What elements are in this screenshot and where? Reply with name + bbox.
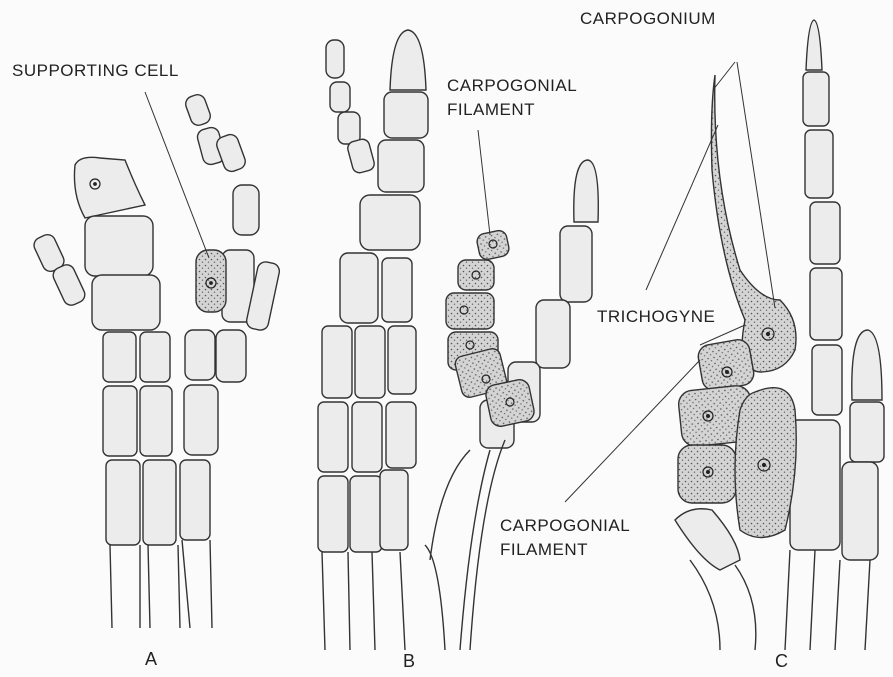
cell bbox=[380, 470, 408, 550]
cell bbox=[388, 326, 416, 394]
carpogonial-filament-b bbox=[446, 229, 536, 428]
cell bbox=[805, 130, 833, 198]
cell bbox=[184, 385, 218, 455]
cell bbox=[51, 262, 88, 308]
label-trichogyne: TRICHOGYNE bbox=[597, 306, 715, 328]
cell bbox=[384, 92, 428, 138]
cell bbox=[810, 202, 840, 264]
cell bbox=[185, 330, 215, 380]
trichogyne bbox=[711, 75, 796, 372]
cell bbox=[382, 258, 412, 322]
cell-apical bbox=[390, 30, 426, 90]
cell-apical bbox=[574, 160, 599, 222]
label-carpogonium: CARPOGONIUM bbox=[580, 8, 716, 30]
cell bbox=[318, 476, 348, 552]
carpogonial-filament-b-pointer bbox=[478, 130, 490, 235]
cell bbox=[790, 420, 840, 550]
cell-apical bbox=[74, 157, 145, 218]
cell bbox=[92, 275, 160, 330]
label-carpogonial-filament-b: CARPOGONIAL FILAMENT bbox=[447, 74, 612, 122]
cell bbox=[560, 226, 592, 302]
cell bbox=[215, 132, 248, 173]
cell bbox=[360, 195, 420, 250]
cell bbox=[378, 140, 424, 192]
cell bbox=[850, 402, 884, 462]
cell bbox=[330, 82, 350, 112]
cell bbox=[340, 253, 378, 323]
cell bbox=[140, 332, 170, 382]
cell bbox=[326, 40, 344, 78]
panel-a-filaments bbox=[31, 92, 280, 628]
cell bbox=[338, 112, 360, 144]
cell-apical bbox=[806, 20, 822, 70]
cell bbox=[386, 402, 416, 468]
cell bbox=[216, 330, 246, 382]
cell bbox=[810, 268, 842, 340]
cell bbox=[106, 460, 140, 545]
panel-label-a: A bbox=[145, 648, 158, 670]
cell bbox=[350, 476, 382, 552]
cell bbox=[318, 402, 348, 472]
cell bbox=[143, 460, 176, 545]
label-carpogonial-filament-c: CARPOGONIAL FILAMENT bbox=[500, 514, 665, 562]
panel-label-b: B bbox=[403, 650, 416, 672]
carpogonium bbox=[711, 75, 796, 372]
cell bbox=[812, 345, 842, 415]
cell bbox=[103, 386, 137, 456]
cell bbox=[675, 509, 740, 570]
base-filament bbox=[110, 540, 212, 628]
cell bbox=[355, 326, 385, 398]
cell bbox=[180, 460, 210, 540]
cell bbox=[842, 462, 878, 560]
cell bbox=[233, 185, 259, 235]
cell bbox=[183, 92, 212, 127]
cell bbox=[103, 332, 136, 382]
cell bbox=[346, 138, 376, 175]
cell bbox=[322, 326, 352, 398]
cell bbox=[140, 386, 172, 456]
cell bbox=[803, 72, 829, 126]
cell bbox=[352, 402, 382, 472]
panel-label-c: C bbox=[775, 650, 789, 672]
supporting-cell bbox=[196, 250, 226, 312]
cell bbox=[536, 300, 570, 368]
cell bbox=[85, 216, 153, 276]
label-supporting-cell: SUPPORTING CELL bbox=[12, 60, 179, 82]
cell-apical bbox=[852, 330, 882, 400]
